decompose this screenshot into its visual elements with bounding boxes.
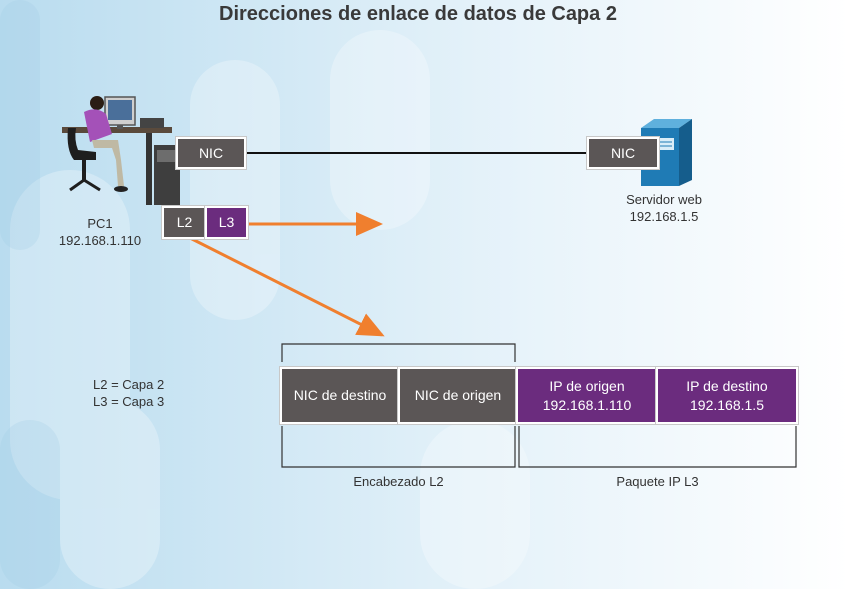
nic-pc1: NIC [176, 137, 246, 169]
diagram-title: Direcciones de enlace de datos de Capa 2 [219, 3, 617, 25]
frame-src-ip: IP de origen 192.168.1.110 [516, 367, 658, 424]
src-ip-label: IP de origen [549, 377, 625, 394]
bracket-bottom-l3 [518, 426, 797, 468]
nic-server: NIC [587, 137, 659, 169]
bracket-bottom-l2 [281, 426, 516, 468]
legend-l3: L3 = Capa 3 [93, 394, 165, 409]
server-name: Servidor web [626, 192, 702, 207]
pc1-name: PC1 [87, 216, 113, 231]
layer-legend: L2 = Capa 2 L3 = Capa 3 [93, 376, 164, 410]
dst-ip-value: 192.168.1.5 [690, 396, 764, 413]
l2-header-label: Encabezado L2 [353, 474, 444, 489]
frame-dst-ip: IP de destino 192.168.1.5 [656, 367, 798, 424]
bracket-top-l2 [281, 343, 516, 362]
pc1-label: PC1 192.168.1.110 [40, 215, 160, 249]
dst-ip-label: IP de destino [686, 377, 768, 394]
pc1-ip: 192.168.1.110 [58, 233, 142, 248]
server-ip: 192.168.1.5 [629, 209, 699, 224]
l3-box: L3 [205, 206, 248, 239]
frame-dest-nic: NIC de destino [280, 367, 400, 424]
user-at-computer-icon [62, 96, 180, 205]
l3-packet-label: Paquete IP L3 [616, 474, 699, 489]
l2-box: L2 [162, 206, 207, 239]
server-tower-icon [641, 119, 692, 186]
frame-src-nic: NIC de origen [398, 367, 518, 424]
server-label: Servidor web 192.168.1.5 [604, 191, 724, 225]
src-ip-value: 192.168.1.110 [542, 396, 632, 413]
legend-l2: L2 = Capa 2 [93, 377, 165, 392]
arrow-to-frame [189, 236, 385, 337]
